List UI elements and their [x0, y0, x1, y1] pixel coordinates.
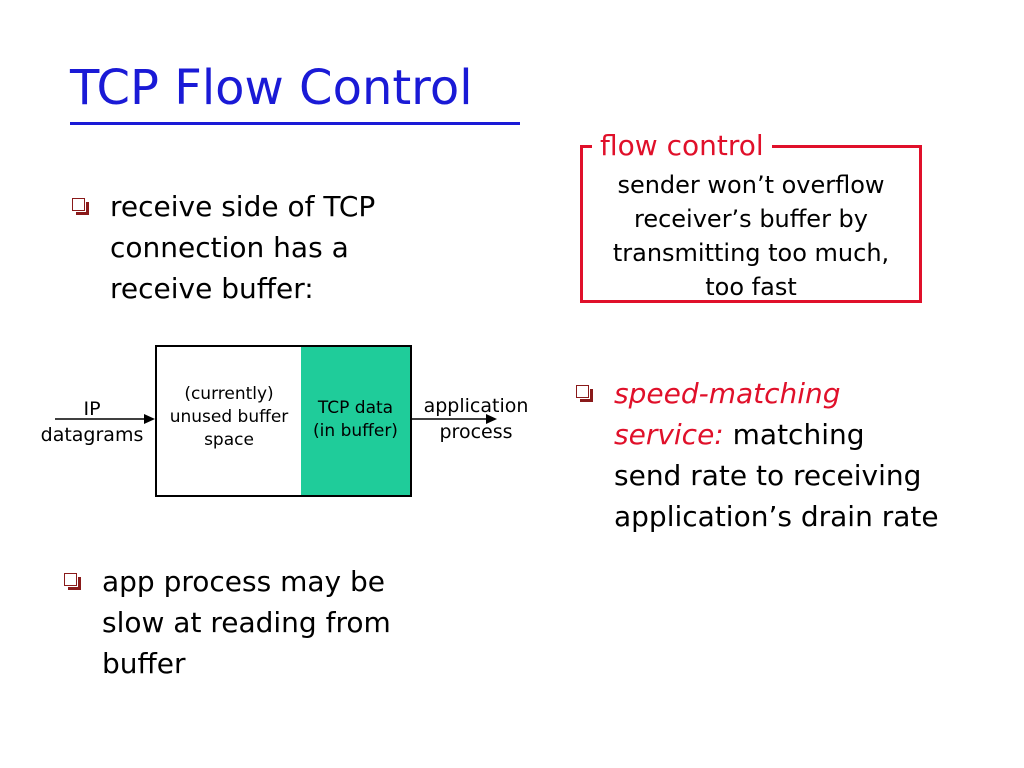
bullet-line: send rate to receiving [614, 459, 922, 492]
input-label: IP datagrams [36, 396, 148, 448]
arrow-right-icon [412, 414, 497, 424]
callout-line: too fast [705, 273, 797, 301]
highlight-term: service: [614, 418, 724, 451]
unused-buffer-label: (currently) unused buffer space [157, 383, 301, 452]
buffer-label-line: TCP data [317, 398, 394, 418]
bullet-line: receive buffer: [110, 272, 314, 305]
unused-buffer-space: (currently) unused buffer space [157, 347, 301, 495]
highlight-term: speed-matching [614, 377, 841, 410]
input-label-line: IP [83, 398, 101, 420]
output-label: application process [414, 393, 538, 445]
arrow-right-icon [55, 414, 155, 424]
square-bullet-icon [576, 385, 593, 402]
bullet-line-rest: matching [723, 418, 865, 451]
receive-buffer: (currently) unused buffer space TCP data… [155, 345, 412, 497]
bullet-line: service: matching [614, 414, 996, 455]
tcp-data-in-buffer: TCP data (in buffer) [301, 347, 410, 495]
title-underline [70, 122, 520, 125]
bullet-text: receive side of TCP connection has a rec… [110, 186, 472, 309]
input-label-line: datagrams [40, 424, 144, 446]
bullet-line: receive side of TCP [110, 190, 376, 223]
slide-title: TCP Flow Control [70, 60, 473, 116]
bullet-line: slow at reading from [102, 606, 391, 639]
bullet-line: buffer [102, 647, 186, 680]
output-label-line: application [423, 395, 529, 417]
bullet-app-process: app process may be slow at reading from … [64, 561, 484, 684]
callout-body: sender won’t overflow receiver’s buffer … [583, 168, 919, 304]
callout-title: flow control [592, 128, 772, 164]
buffer-label-line: (currently) [184, 384, 274, 404]
output-label-line: process [439, 421, 513, 443]
bullet-speed-matching: speed-matching service: matching send ra… [576, 373, 996, 537]
buffer-label-line: space [204, 430, 254, 450]
bullet-line: app process may be [102, 565, 386, 598]
bullet-line: connection has a [110, 231, 349, 264]
square-bullet-icon [72, 198, 89, 215]
tcp-data-label: TCP data (in buffer) [301, 397, 410, 443]
callout-line: transmitting too much, [612, 239, 890, 267]
bullet-text: speed-matching service: matching send ra… [614, 373, 996, 537]
bullet-line: application’s drain rate [614, 500, 939, 533]
callout-line: sender won’t overflow [617, 171, 885, 199]
callout-line: receiver’s buffer by [633, 205, 868, 233]
buffer-label-line: unused buffer [169, 407, 289, 427]
square-bullet-icon [64, 573, 81, 590]
bullet-text: app process may be slow at reading from … [102, 561, 484, 684]
buffer-label-line: (in buffer) [313, 421, 398, 441]
bullet-receive-buffer: receive side of TCP connection has a rec… [72, 186, 472, 309]
